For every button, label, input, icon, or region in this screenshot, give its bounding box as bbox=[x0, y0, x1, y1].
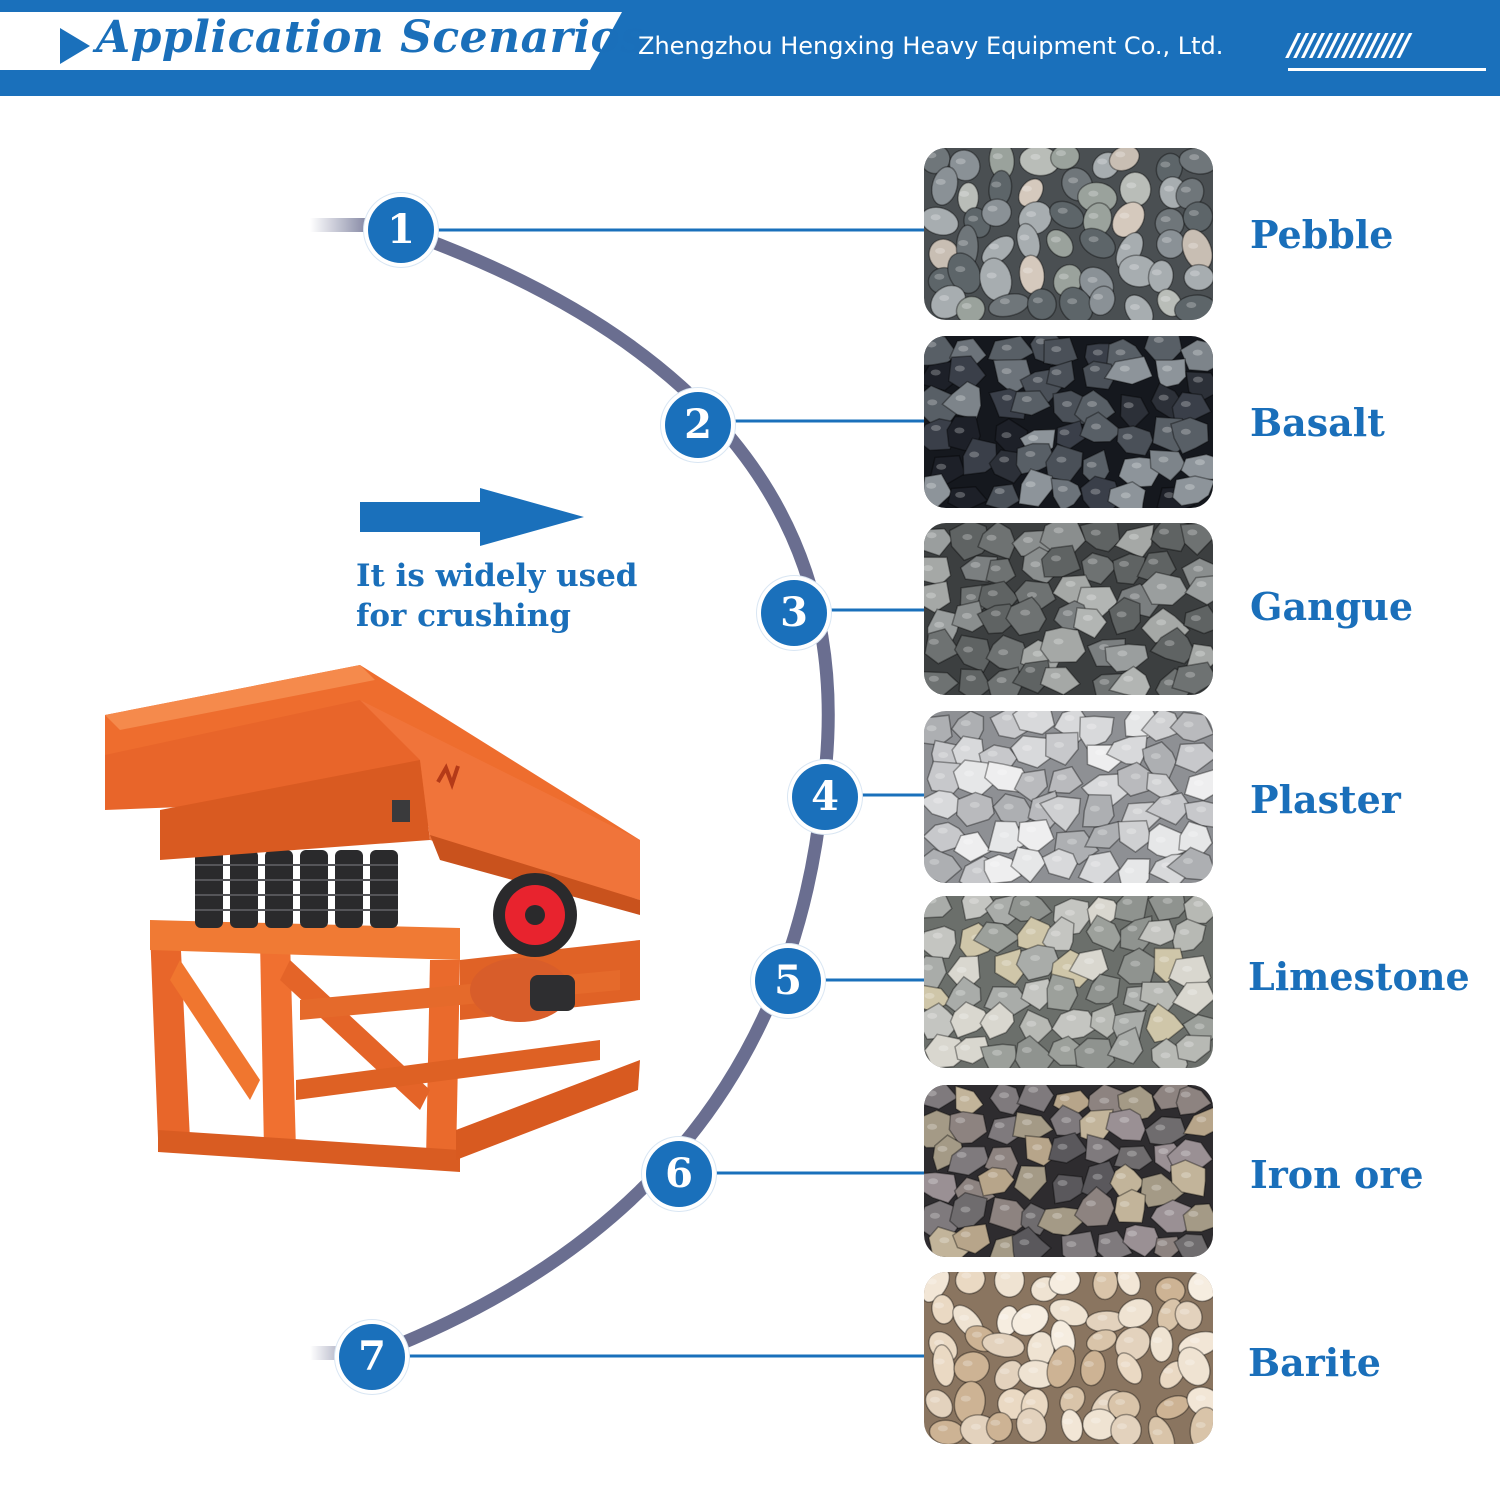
label-limestone: Limestone bbox=[1248, 954, 1470, 999]
iron-ore-image bbox=[924, 1085, 1213, 1257]
node-2: 2 bbox=[665, 392, 731, 458]
slash-decoration: /////////////// bbox=[1288, 28, 1410, 63]
label-iron-ore: Iron ore bbox=[1250, 1152, 1424, 1197]
intro-line-1: It is widely used bbox=[356, 558, 638, 594]
intro-text: It is widely used for crushing bbox=[356, 556, 676, 636]
node-3: 3 bbox=[761, 580, 827, 646]
page-title: Application Scenarios bbox=[96, 12, 646, 63]
play-triangle-icon bbox=[60, 28, 90, 64]
label-gangue: Gangue bbox=[1250, 584, 1414, 629]
vibrating-feeder-image bbox=[105, 665, 640, 1172]
node-5: 5 bbox=[755, 948, 821, 1014]
barite-image bbox=[924, 1272, 1213, 1444]
header-band bbox=[0, 0, 1500, 96]
node-7: 7 bbox=[339, 1324, 405, 1390]
gangue-image bbox=[924, 523, 1213, 695]
node-6: 6 bbox=[646, 1141, 712, 1207]
pebble-image bbox=[924, 148, 1213, 320]
label-plaster: Plaster bbox=[1250, 777, 1401, 822]
arrow-right-icon bbox=[360, 488, 584, 546]
intro-line-2: for crushing bbox=[356, 598, 571, 634]
label-barite: Barite bbox=[1248, 1340, 1381, 1385]
node-4: 4 bbox=[792, 764, 858, 830]
limestone-image bbox=[924, 896, 1213, 1068]
company-name: Zhengzhou Hengxing Heavy Equipment Co., … bbox=[638, 32, 1224, 60]
connector-lines bbox=[404, 228, 924, 1358]
label-pebble: Pebble bbox=[1250, 212, 1394, 257]
node-1: 1 bbox=[368, 197, 434, 263]
plaster-image bbox=[924, 711, 1213, 883]
arc-fade-top bbox=[310, 218, 380, 232]
label-basalt: Basalt bbox=[1250, 400, 1385, 445]
basalt-image bbox=[924, 336, 1213, 508]
